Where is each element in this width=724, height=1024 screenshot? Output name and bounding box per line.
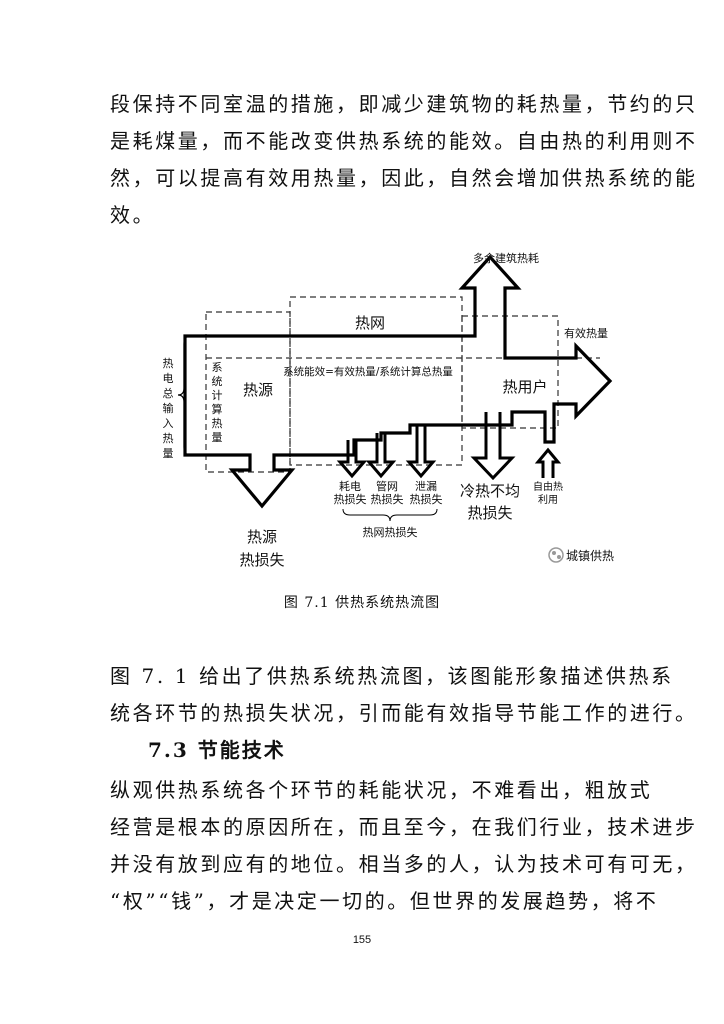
paragraph-intro: 段保持不同室温的措施，即减少建筑物的耗热量，节约的只 是耗煤量，而不能改变供热系…	[110, 86, 698, 234]
paragraph-body: 纵观供热系统各个环节的耗能状况，不难看出，粗放式 经营是根本的原因所在，而且至今…	[110, 772, 698, 920]
total-input-char: 总	[163, 386, 174, 400]
text-line: 并没有放到应有的地位。相当多的人，认为技术可有可无，	[110, 852, 698, 876]
heat-flow-diagram: 多余建筑热耗 热网 有效热量 系统能效=有效热量/系统计算总热量 热源 热用户 …	[163, 251, 615, 569]
useful-heat-label: 有效热量	[564, 326, 608, 340]
heat-network-label: 热网	[355, 314, 385, 332]
electric-loss-arrow	[336, 440, 368, 479]
electric-loss-label: 热损失	[334, 492, 367, 506]
page-number: 155	[352, 934, 372, 946]
text-line: 段保持不同室温的措施，即减少建筑物的耗热量，节约的只	[110, 92, 698, 116]
heat-user-box	[461, 315, 559, 429]
main-flow-arrow	[183, 254, 613, 509]
formula-label: 系统能效=有效热量/系统计算总热量	[283, 365, 453, 378]
system-calc-char: 量	[212, 431, 223, 444]
input-brace	[177, 335, 191, 456]
text-line: 经营是根本的原因所在，而且至今，在我们行业，技术进步	[110, 815, 698, 839]
network-loss-label: 热网热损失	[363, 525, 418, 539]
electric-loss-label: 耗电	[339, 480, 361, 493]
pipe-loss-label: 管网	[376, 479, 398, 493]
source-loss-label: 热源	[247, 528, 277, 546]
system-calc-char: 热	[212, 417, 223, 430]
system-calc-char: 系	[212, 361, 223, 374]
cold-uneven-loss-arrow	[470, 412, 516, 481]
text-line: 然，可以提高有效用热量，因此，自然会增加供热系统的能	[110, 166, 698, 190]
leak-loss-arrow	[405, 425, 437, 479]
text-line: 效。	[110, 203, 156, 227]
heat-source-label: 热源	[243, 381, 273, 399]
leak-loss-label: 泄漏	[415, 480, 437, 493]
cold-loss-label: 热损失	[467, 504, 512, 522]
total-input-char: 热	[163, 432, 174, 445]
total-input-char: 入	[163, 417, 174, 430]
total-input-char: 电	[163, 372, 174, 385]
free-heat-arrow	[534, 447, 562, 478]
text-line: 纵观供热系统各个环节的耗能状况，不难看出，粗放式	[110, 778, 653, 802]
text-line: 是耗煤量，而不能改变供热系统的能效。自由热的利用则不	[110, 129, 698, 153]
watermark-logo: 城镇供热	[548, 547, 614, 563]
figure-caption: 图 7.1 供热系统热流图	[283, 595, 441, 611]
heat-user-label: 热用户	[502, 378, 547, 396]
paragraph-figure-description: 图 7. 1 给出了供热系统热流图，该图能形象描述供热系 统各环节的热损失状况，…	[110, 658, 698, 732]
text-line: 图 7. 1 给出了供热系统热流图，该图能形象描述供热系	[110, 664, 674, 688]
text-line: 统各环节的热损失状况，引而能有效指导节能工作的进行。	[110, 701, 698, 725]
section-heading: 7.3 节能技术	[148, 738, 286, 762]
total-input-char: 输	[163, 401, 174, 415]
leak-loss-label: 热损失	[410, 492, 443, 506]
pipe-loss-arrow	[365, 433, 397, 479]
top-label: 多余建筑热耗	[473, 251, 539, 265]
pipe-loss-label: 热损失	[371, 492, 404, 506]
system-calc-char: 统	[212, 375, 223, 388]
system-calc-char: 算	[212, 402, 223, 416]
network-loss-brace	[342, 508, 438, 522]
text-line: “权”“钱”，才是决定一切的。但世界的发展趋势，将不	[110, 889, 659, 913]
total-input-char: 量	[163, 447, 174, 460]
cold-loss-label: 冷热不均	[460, 482, 520, 500]
free-heat-label: 自由热	[533, 480, 563, 493]
free-heat-label: 利用	[538, 494, 558, 506]
source-loss-label: 热损失	[239, 551, 284, 569]
system-calc-char: 计	[212, 389, 223, 402]
svg-text:城镇供热: 城镇供热	[566, 549, 614, 563]
total-input-char: 热	[163, 357, 174, 370]
